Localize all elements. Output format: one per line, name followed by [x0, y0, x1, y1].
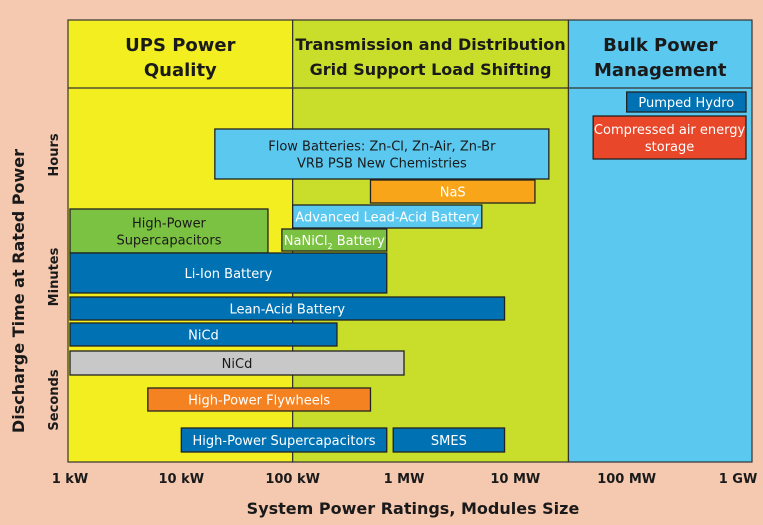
- tech-bar-11: NiCd: [69, 350, 405, 376]
- x-tick-label: 1 kW: [52, 472, 89, 487]
- x-tick-label: 100 kW: [265, 472, 320, 487]
- tech-bar-13: High-Power Supercapacitors: [180, 427, 388, 453]
- tech-bar-rect: [292, 204, 483, 229]
- tech-bar-label: NaNiCl2 Battery: [284, 234, 385, 251]
- region-3: [567, 19, 753, 463]
- tech-bar-rect: [69, 350, 405, 376]
- y-tick-label: Minutes: [47, 247, 62, 306]
- tech-bar-rect: [69, 322, 338, 347]
- tech-bar-label: Supercapacitors: [116, 234, 221, 249]
- tech-bar-rect: [147, 387, 372, 412]
- tech-bar-label: storage: [645, 140, 694, 155]
- tech-bar-rect: [281, 228, 388, 252]
- tech-bar-rect: [214, 128, 550, 180]
- x-tick-label: 100 MW: [597, 472, 656, 487]
- tech-bar-label: Advanced Lead-Acid Battery: [295, 211, 479, 226]
- tech-bar-label: High-Power Flywheels: [188, 394, 330, 409]
- tech-bar-9: Lean-Acid Battery: [69, 296, 506, 321]
- tech-bar-4: NaS: [369, 179, 536, 204]
- tech-bar-3: Flow Batteries: Zn-Cl, Zn-Air, Zn-BrVRB …: [214, 128, 550, 180]
- tech-bar-label: Flow Batteries: Zn-Cl, Zn-Air, Zn-Br: [268, 140, 496, 155]
- tech-bar-5: Advanced Lead-Acid Battery: [292, 204, 483, 229]
- tech-bar-label: High-Power Supercapacitors: [193, 434, 376, 449]
- y-tick-label: Hours: [47, 133, 62, 176]
- region-title-line: Transmission and Distribution: [295, 35, 565, 54]
- tech-bar-rect: [392, 427, 506, 453]
- tech-bar-label: Compressed air energy: [594, 123, 746, 138]
- tech-bar-label: Li-Ion Battery: [184, 267, 272, 282]
- y-axis-label: Discharge Time at Rated Power: [9, 149, 28, 433]
- region-title-line: UPS Power: [125, 35, 235, 56]
- x-tick-label: 10 MW: [490, 472, 540, 487]
- tech-bar-label: Lean-Acid Battery: [229, 303, 345, 318]
- x-tick-label: 10 kW: [159, 472, 205, 487]
- tech-bar-10: NiCd: [69, 322, 338, 347]
- region-title-line: Grid Support Load Shifting: [310, 60, 552, 79]
- tech-bar-2: Compressed air energy storage: [592, 115, 747, 160]
- tech-bar-8: Li-Ion Battery: [69, 252, 388, 294]
- tech-bar-rect: [592, 115, 747, 160]
- tech-bar-label: SMES: [431, 434, 467, 449]
- tech-bar-7: NaNiCl2 Battery: [281, 228, 388, 252]
- region-title-line: Bulk Power: [603, 35, 717, 56]
- tech-bar-label: High-Power: [132, 217, 207, 232]
- tech-bar-rect: [626, 91, 747, 113]
- tech-bar-label: Pumped Hydro: [638, 96, 734, 111]
- tech-bar-rect: [180, 427, 388, 453]
- tech-bar-14: SMES: [392, 427, 506, 453]
- tech-bar-rect: [369, 179, 536, 204]
- tech-bar-rect: [69, 296, 506, 321]
- tech-bar-rect: [69, 252, 388, 294]
- y-tick-label: Seconds: [47, 369, 62, 430]
- tech-bar-label: NaS: [440, 186, 466, 201]
- tech-bar-label: NiCd: [222, 357, 253, 372]
- x-tick-label: 1 MW: [384, 472, 425, 487]
- tech-bar-1: Pumped Hydro: [626, 91, 747, 113]
- tech-bar-label: VRB PSB New Chemistries: [297, 157, 467, 172]
- tech-bar-label: NiCd: [188, 329, 219, 344]
- tech-bar-12: High-Power Flywheels: [147, 387, 372, 412]
- region-title-line: Quality: [144, 60, 217, 81]
- x-tick-label: 1 GW: [719, 472, 758, 487]
- region-title-line: Management: [594, 60, 727, 81]
- x-axis-label: System Power Ratings, Modules Size: [247, 499, 580, 518]
